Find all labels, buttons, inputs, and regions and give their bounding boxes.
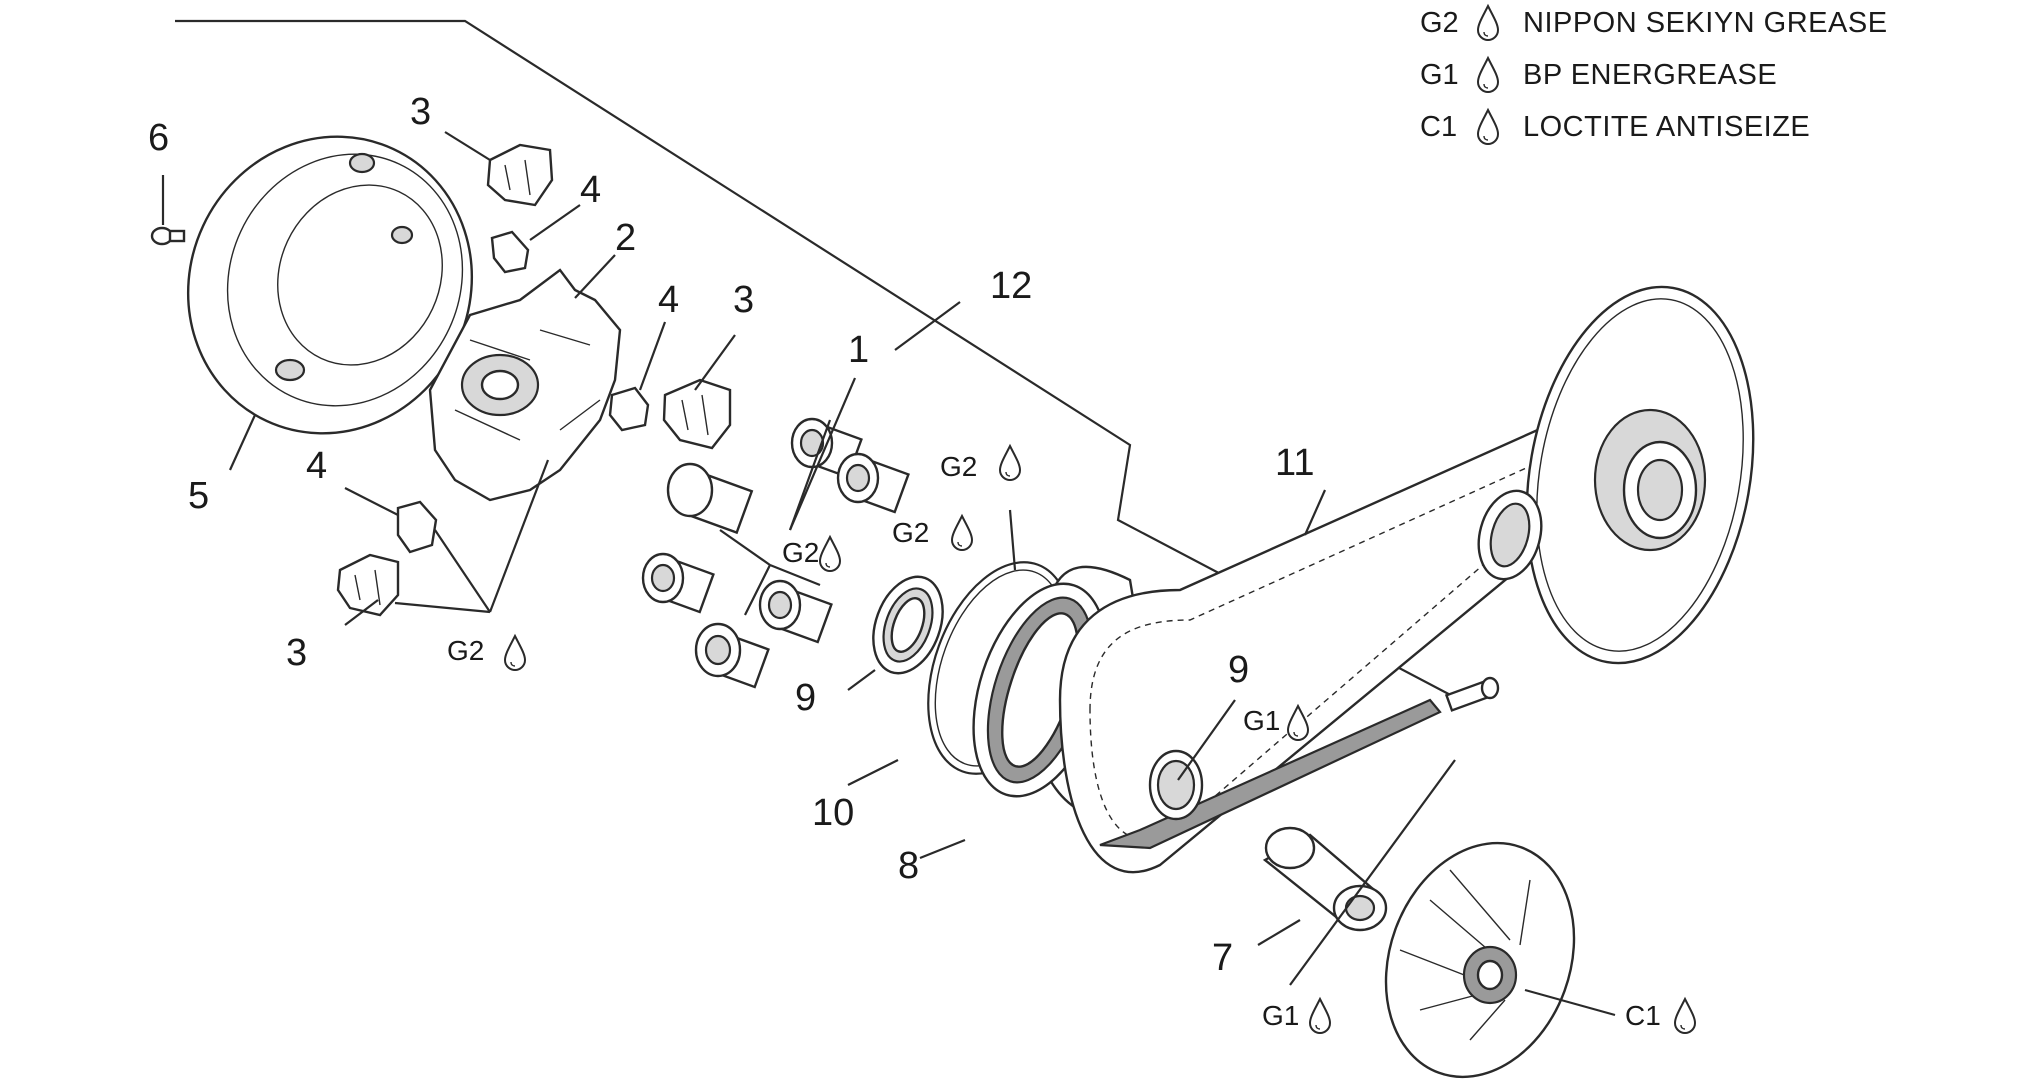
slider-top (486, 143, 554, 207)
callout-1: 1 (848, 329, 869, 371)
roller (758, 579, 833, 644)
legend-text-g2: NIPPON SEKIYN GREASE (1523, 7, 1888, 39)
drop-icon (999, 445, 1021, 481)
drop-icon (1477, 5, 1499, 41)
callout-3-top: 3 (410, 91, 431, 133)
legend-code-g1: G1 (1420, 59, 1459, 91)
callout-11: 11 (1275, 442, 1314, 484)
roller (694, 622, 770, 689)
callout-9-right: 9 (1228, 649, 1249, 691)
lube-marks: G2 G2 G2 G2 G1 G1 C1 (447, 445, 1696, 1034)
callout-2: 2 (615, 217, 636, 259)
screw (150, 226, 186, 246)
callout-4-middle: 4 (658, 279, 679, 321)
ramp-plate (428, 268, 622, 502)
callout-9-left: 9 (795, 677, 816, 719)
callout-10: 10 (812, 792, 854, 834)
callout-8: 8 (898, 845, 919, 887)
lube-mark-g1-sleeve: G1 (1262, 1000, 1299, 1031)
lube-mark-g1-bearing: G1 (1243, 705, 1280, 736)
drop-icon (1477, 57, 1499, 93)
drop-icon (951, 515, 973, 551)
lube-mark-g2-plate: G2 (447, 635, 484, 666)
seal-ring-left (872, 575, 944, 675)
clutch-pulley (1525, 285, 1755, 665)
roller (836, 452, 910, 514)
drop-icon (504, 635, 526, 671)
legend-code-g2: G2 (1420, 7, 1459, 39)
slider-middle (662, 378, 732, 450)
legend-code-c1: C1 (1420, 111, 1457, 143)
cover-plate (186, 135, 474, 435)
guide-top (490, 230, 530, 274)
lube-mark-g2-ring: G2 (892, 517, 929, 548)
guide-bottom (396, 500, 438, 554)
drop-icon (1674, 998, 1696, 1034)
seal-ring-right (1148, 749, 1204, 821)
legend: G2 NIPPON SEKIYN GREASE G1 BP ENERGREASE… (1420, 5, 1888, 145)
legend-text-c1: LOCTITE ANTISEIZE (1523, 111, 1810, 143)
drop-icon (819, 536, 841, 572)
callout-4-bottom: 4 (306, 445, 327, 487)
slider-bottom (336, 553, 400, 617)
lube-mark-g2-rollers: G2 (782, 537, 819, 568)
lube-mark-g2-belt: G2 (940, 451, 977, 482)
callout-4-top: 4 (580, 169, 601, 211)
drop-icon (1309, 998, 1331, 1034)
drop-icon (1477, 109, 1499, 145)
callout-12: 12 (990, 265, 1032, 307)
lube-mark-c1-fan: C1 (1625, 1000, 1661, 1031)
callout-7: 7 (1212, 937, 1233, 979)
rollers (641, 417, 910, 689)
callout-3-middle: 3 (733, 279, 754, 321)
callout-3-bottom: 3 (286, 632, 307, 674)
roller (666, 462, 754, 535)
callout-6: 6 (148, 117, 169, 159)
pin (1444, 676, 1500, 712)
guide-middle (608, 386, 650, 432)
legend-text-g1: BP ENERGREASE (1523, 59, 1777, 91)
sleeve (1262, 826, 1388, 932)
roller (641, 552, 715, 614)
callouts: 6 3 4 2 4 3 5 4 3 1 12 11 9 9 10 8 7 (148, 91, 1314, 979)
fan-pulley (1384, 841, 1576, 1079)
clutch-seal (1477, 489, 1543, 581)
callout-5: 5 (188, 475, 209, 517)
leader-lines (161, 131, 1616, 1017)
